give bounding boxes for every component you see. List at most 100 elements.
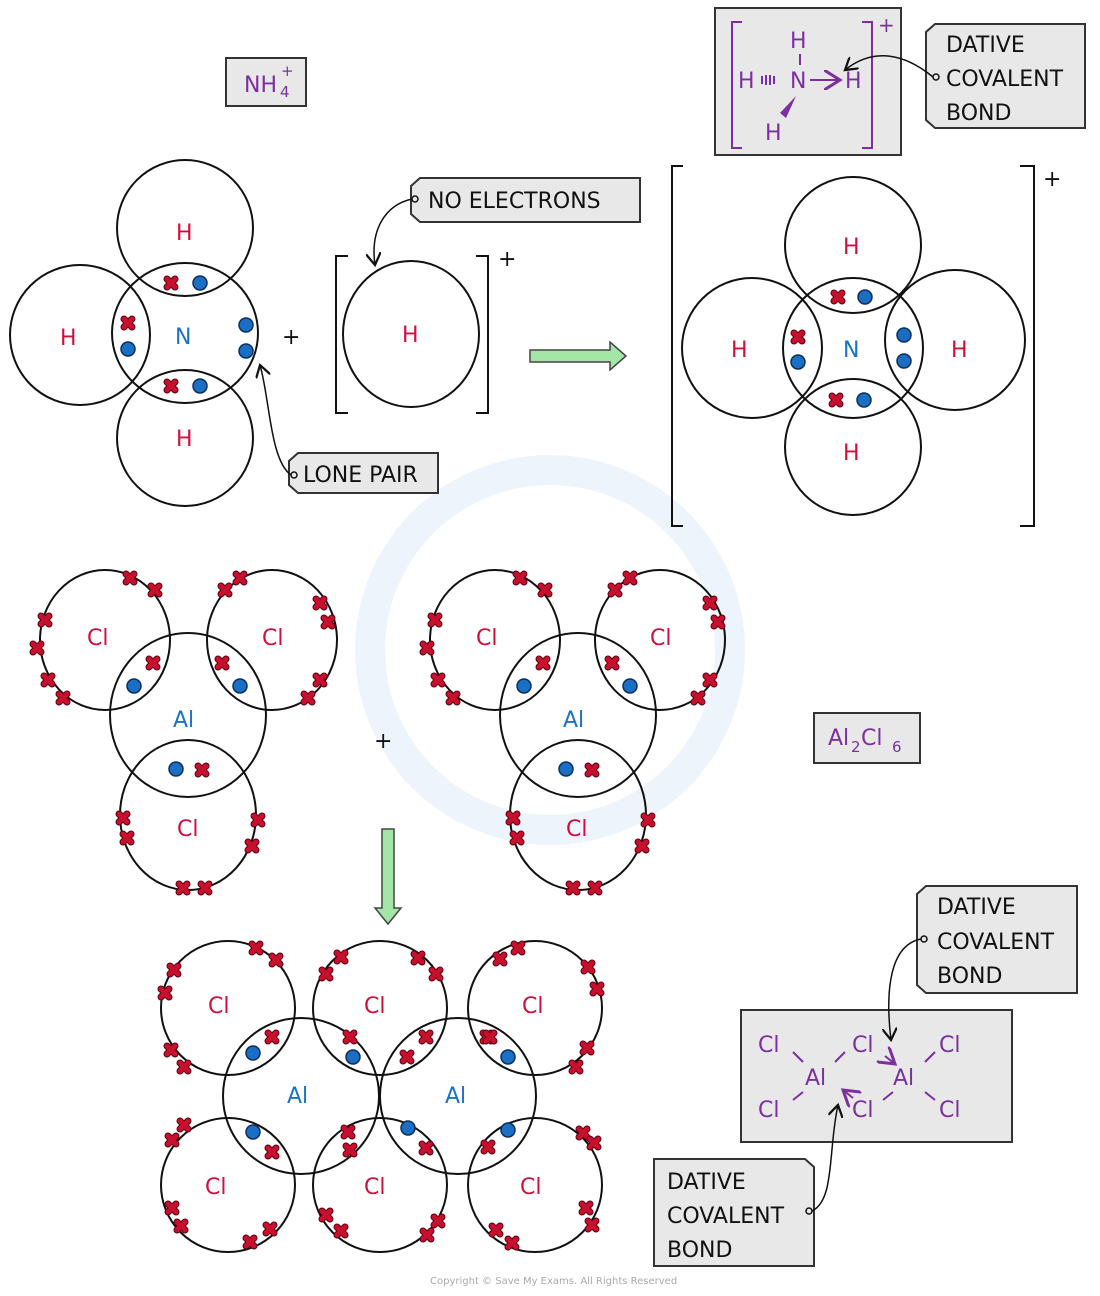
cross-electron: [217, 582, 233, 598]
nh4-structure-box: + H H N H H: [714, 7, 902, 156]
cross-electron: [244, 838, 260, 854]
cross-electron: [163, 1042, 179, 1058]
svg-text:Cl: Cl: [262, 626, 283, 651]
dot-electron: [192, 275, 208, 291]
hashed-wedge-bond: [761, 75, 775, 85]
cross-electron: [173, 1218, 189, 1234]
callout-dative-right: DATIVE COVALENT BOND: [889, 885, 1078, 1040]
svg-text:Cl: Cl: [939, 1098, 960, 1123]
cross-electron: [510, 940, 526, 956]
cross-electron: [568, 1059, 584, 1075]
svg-text:COVALENT: COVALENT: [667, 1204, 785, 1229]
cross-electron: [312, 595, 328, 611]
svg-text:N: N: [843, 338, 859, 363]
dot-electron: [896, 353, 912, 369]
al2cl6-structure-box: Cl Cl Cl Al Al Cl Cl Cl: [740, 1009, 1013, 1143]
cross-electron: [419, 640, 435, 656]
svg-text:2: 2: [851, 738, 861, 756]
svg-text:Al: Al: [805, 1066, 826, 1091]
dot-electron: [126, 678, 142, 694]
cross-electron: [37, 612, 53, 628]
dot-electron: [232, 678, 248, 694]
cross-electron: [318, 1207, 334, 1223]
cross-electron: [318, 966, 334, 982]
cross-electron: [640, 812, 656, 828]
svg-text:BOND: BOND: [946, 101, 1011, 126]
callout-lone-pair: LONE PAIR: [260, 365, 439, 494]
svg-text:BOND: BOND: [667, 1238, 732, 1263]
svg-text:H: H: [843, 441, 860, 466]
svg-text:Cl: Cl: [852, 1098, 873, 1123]
svg-text:COVALENT: COVALENT: [946, 67, 1064, 92]
dot-electron: [168, 761, 184, 777]
nh4-subscript: 4: [280, 83, 290, 101]
ammonia-electrons: [120, 275, 254, 394]
cross-electron: [163, 378, 179, 394]
cross-electron: [410, 950, 426, 966]
svg-text:Cl: Cl: [758, 1033, 779, 1058]
cross-electron: [333, 1223, 349, 1239]
cross-electron: [622, 570, 638, 586]
cross-electron: [419, 1227, 435, 1243]
cross-electron: [157, 985, 173, 1001]
cross-electron: [575, 1125, 591, 1141]
svg-text:Al: Al: [563, 708, 584, 733]
svg-text:H: H: [951, 338, 968, 363]
nh4-structure-h-bottom: H: [765, 121, 782, 146]
cross-electron: [702, 672, 718, 688]
cross-electron: [418, 1029, 434, 1045]
cross-electron: [122, 570, 138, 586]
cross-electron: [504, 1235, 520, 1251]
svg-text:Cl: Cl: [522, 994, 543, 1019]
svg-text:Cl: Cl: [939, 1033, 960, 1058]
svg-text:Cl: Cl: [852, 1033, 873, 1058]
svg-text:NO ELECTRONS: NO ELECTRONS: [428, 189, 601, 214]
nh4-structure-n: N: [790, 69, 806, 94]
cross-electron: [176, 1059, 192, 1075]
dot-electron: [558, 761, 574, 777]
svg-text:Al: Al: [287, 1084, 308, 1109]
svg-text:Cl: Cl: [87, 626, 108, 651]
dot-electron: [245, 1045, 261, 1061]
cross-electron: [509, 830, 525, 846]
cross-electron: [512, 570, 528, 586]
cross-electron: [120, 315, 136, 331]
cross-electron: [175, 880, 191, 896]
svg-text:COVALENT: COVALENT: [937, 930, 1055, 955]
cross-electron: [264, 1029, 280, 1045]
cross-electron: [55, 690, 71, 706]
cross-electron: [399, 1049, 415, 1065]
cross-electron: [482, 1029, 498, 1045]
nh4-base: NH: [244, 73, 277, 98]
cross-electron: [634, 838, 650, 854]
cross-electron: [586, 1135, 602, 1151]
svg-text:DATIVE: DATIVE: [946, 33, 1025, 58]
svg-text:H: H: [176, 427, 193, 452]
dot-electron: [120, 341, 136, 357]
callout-dative-bottom: DATIVE COVALENT BOND: [653, 1105, 838, 1267]
dot-electron: [245, 1124, 261, 1140]
reaction-arrow-down: [373, 828, 403, 926]
dot-electron: [238, 317, 254, 333]
cross-electron: [492, 951, 508, 967]
cross-electron: [537, 582, 553, 598]
svg-text:Cl: Cl: [208, 994, 229, 1019]
cross-electron: [584, 1217, 600, 1233]
cross-electron: [29, 640, 45, 656]
cross-electron: [145, 655, 161, 671]
svg-text:Al: Al: [893, 1066, 914, 1091]
cross-electron: [164, 1132, 180, 1148]
reaction-arrow-right: [529, 340, 628, 372]
cross-electron: [163, 275, 179, 291]
cross-electron: [430, 672, 446, 688]
watermark-logo: [355, 455, 745, 845]
ammonia-dot-cross: H H H N: [9, 159, 259, 507]
dot-electron: [400, 1120, 416, 1136]
proton-h-plus: H +: [335, 247, 516, 414]
svg-text:BOND: BOND: [937, 964, 1002, 989]
cross-electron: [268, 952, 284, 968]
cross-electron: [300, 690, 316, 706]
cross-electron: [607, 582, 623, 598]
nh4-structure-h-right: H: [845, 69, 862, 94]
al2cl6-formula-box: Al 2 Cl 6: [813, 712, 921, 764]
